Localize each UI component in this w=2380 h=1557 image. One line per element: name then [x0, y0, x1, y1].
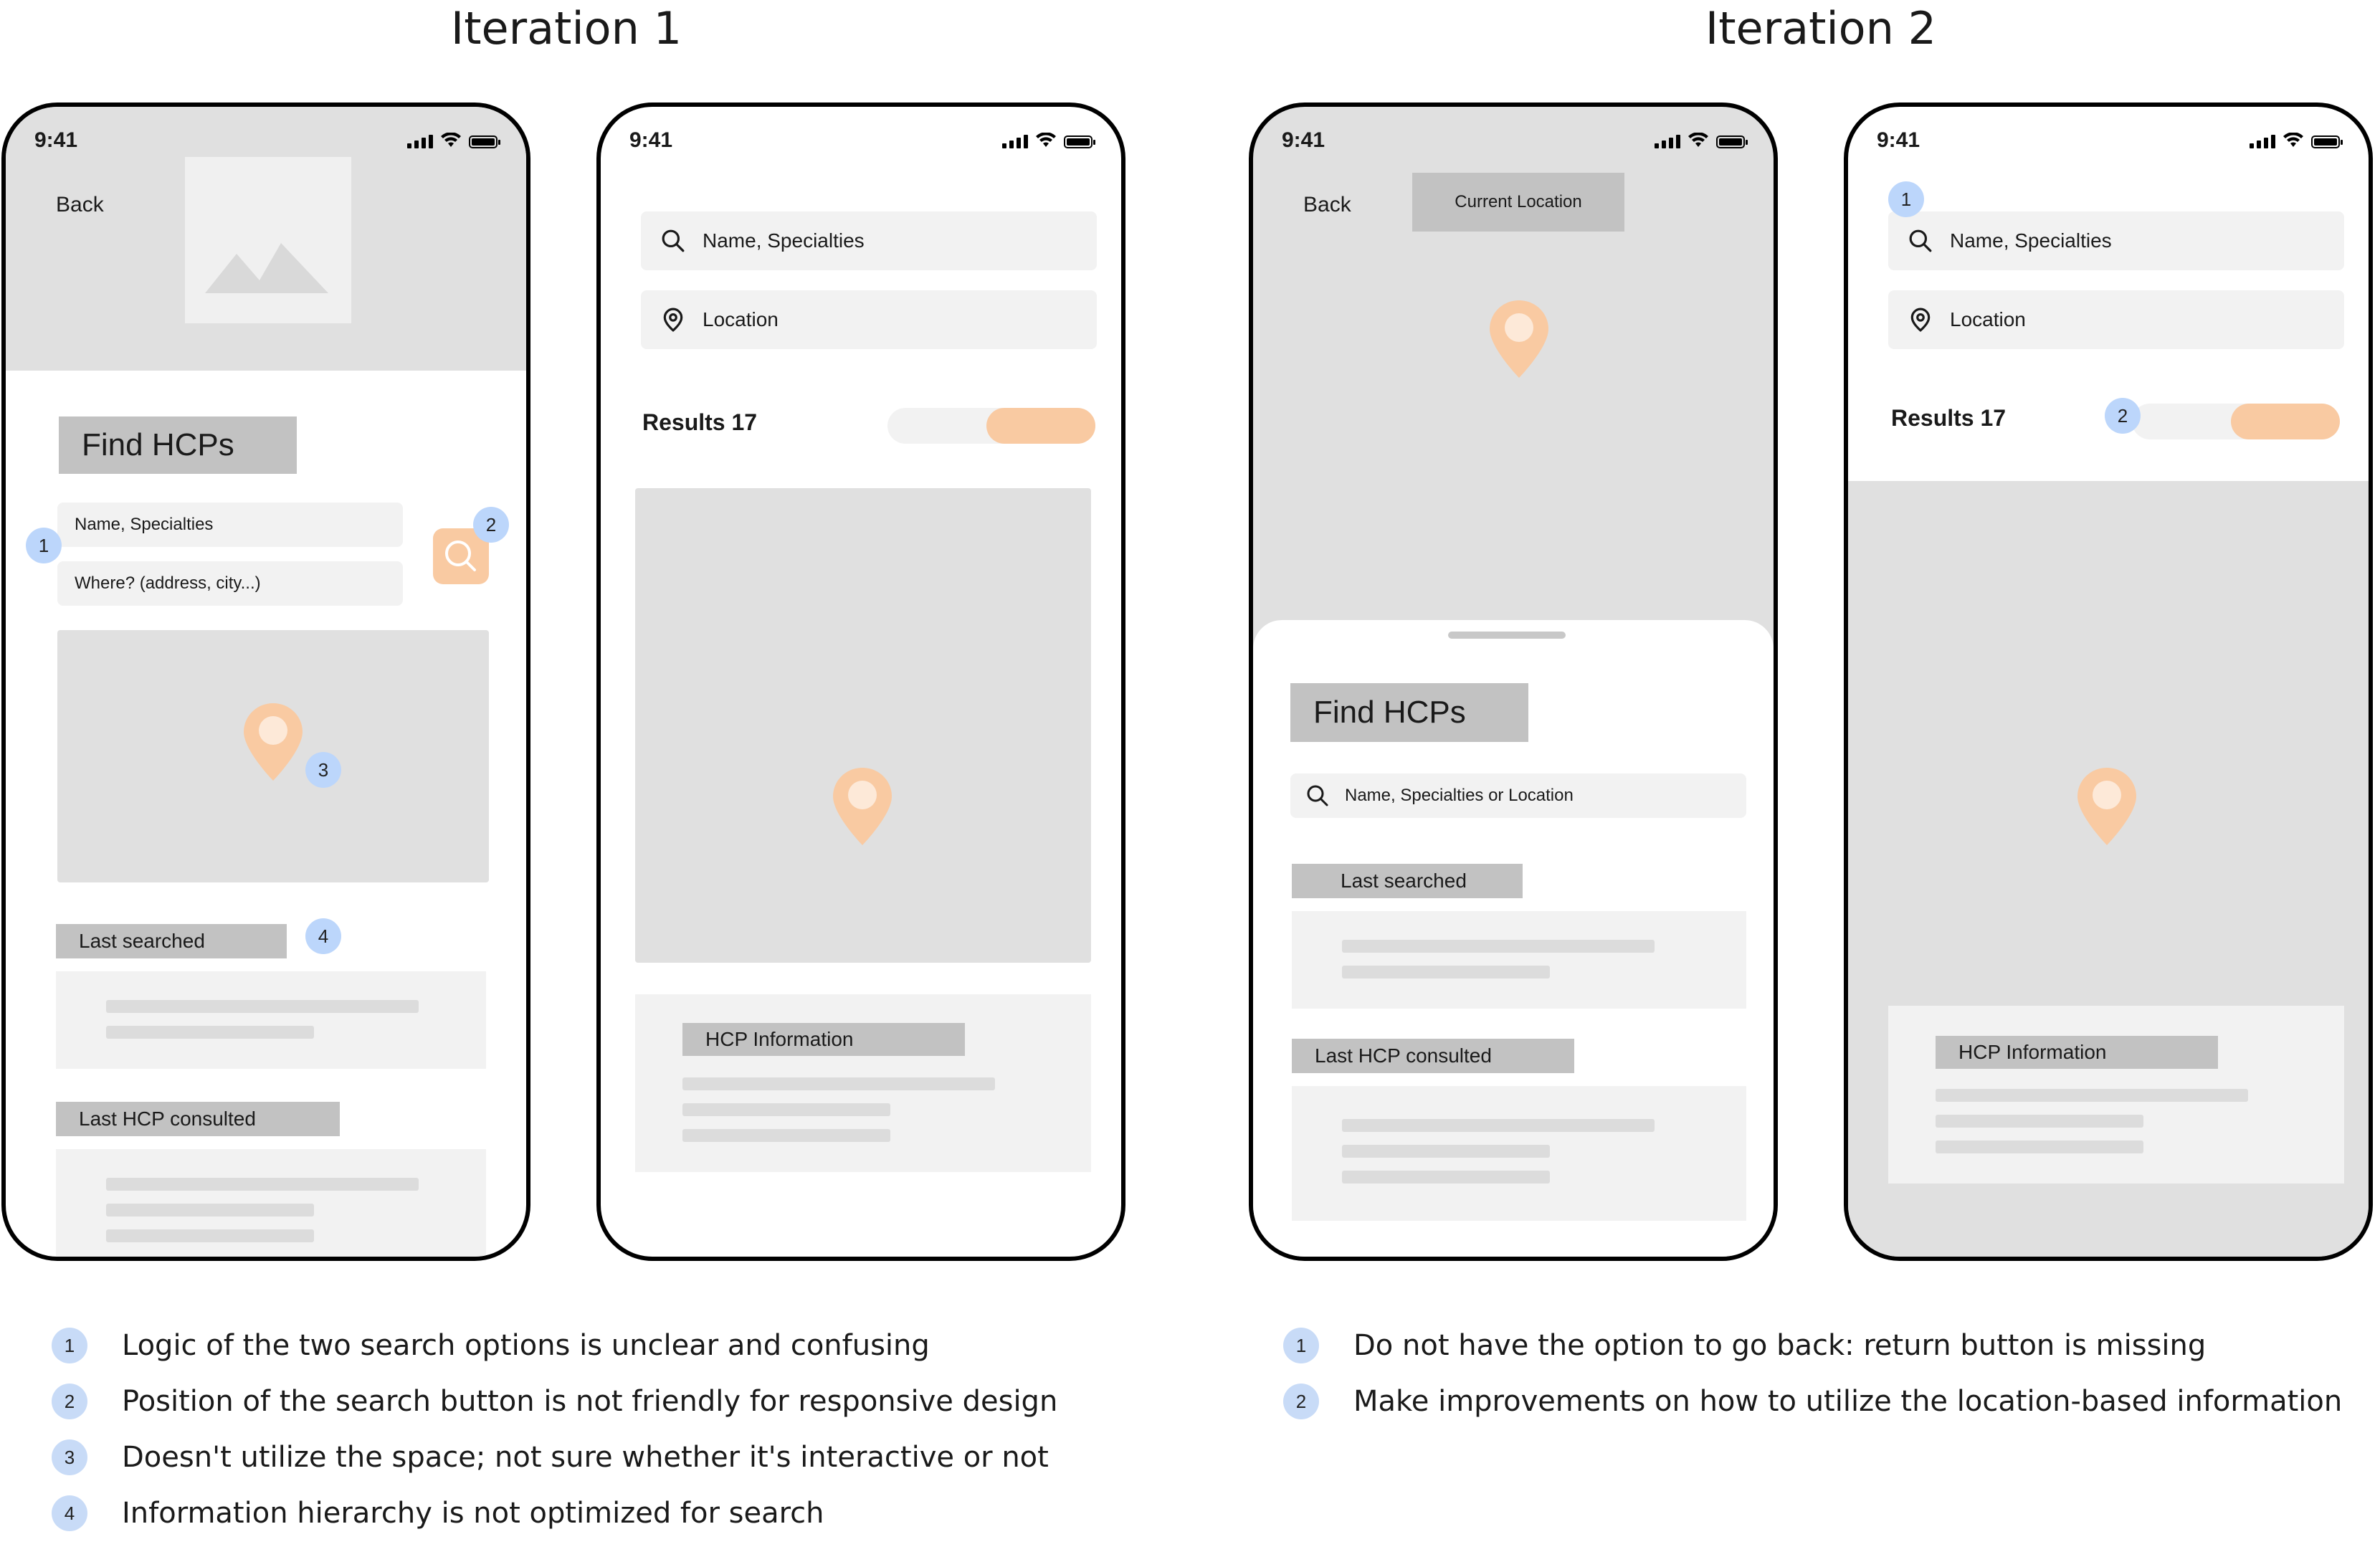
battery-icon	[2311, 135, 2343, 148]
badge-2: 2	[2105, 398, 2141, 434]
search-icon	[1306, 784, 1329, 807]
note-number: 1	[1283, 1328, 1319, 1363]
name-specialties-input[interactable]: Name, Specialties	[641, 211, 1097, 270]
note-text: Logic of the two search options is uncle…	[122, 1329, 930, 1362]
phone-iteration1-home: 9:41 Back Find HCPs Name, Specialties Wh…	[1, 103, 530, 1261]
note-text: Doesn't utilize the space; not sure whet…	[122, 1441, 1049, 1474]
sheet-handle[interactable]	[1448, 632, 1566, 639]
signal-icon	[1655, 133, 1680, 148]
hcp-info-label: HCP Information	[682, 1023, 965, 1056]
wifi-icon	[2283, 133, 2304, 148]
note-number: 4	[52, 1495, 87, 1531]
wifi-icon	[440, 133, 462, 148]
note-text: Position of the search button is not fri…	[122, 1385, 1058, 1418]
status-icons	[407, 133, 500, 148]
wifi-icon	[1035, 133, 1057, 148]
results-map[interactable]	[635, 488, 1091, 963]
location-placeholder: Location	[703, 308, 779, 330]
note-number: 2	[1283, 1384, 1319, 1419]
badge-2: 2	[473, 507, 509, 543]
view-toggle[interactable]	[887, 408, 1095, 444]
back-button[interactable]: Back	[1303, 193, 1351, 216]
wifi-icon	[1688, 133, 1709, 148]
name-specialties-input[interactable]: Name, Specialties	[57, 503, 403, 547]
note-1-2: 2 Position of the search button is not f…	[52, 1384, 1057, 1419]
image-icon	[205, 243, 328, 293]
location-placeholder: Location	[1950, 308, 2026, 330]
badge-3: 3	[305, 752, 341, 788]
location-icon	[661, 308, 685, 332]
last-searched-label: Last searched	[56, 924, 287, 958]
hcp-info-card[interactable]: HCP Information	[635, 994, 1091, 1172]
search-placeholder: Name, Specialties	[703, 229, 865, 252]
status-time: 9:41	[1877, 128, 1920, 152]
results-count: Results 17	[1891, 405, 2007, 431]
last-consulted-label: Last HCP consulted	[56, 1102, 340, 1136]
search-icon	[1908, 229, 1933, 253]
view-toggle[interactable]	[2132, 404, 2340, 439]
badge-1: 1	[26, 528, 62, 563]
note-number: 1	[52, 1328, 87, 1363]
battery-icon	[1716, 135, 1748, 148]
search-placeholder: Name, Specialties or Location	[1345, 786, 1574, 805]
search-icon	[445, 541, 476, 571]
battery-icon	[1064, 135, 1095, 148]
bottom-sheet: Find HCPs Name, Specialties or Location …	[1253, 620, 1774, 1257]
phone-iteration2-results: 9:41 Name, Specialties 1 Location Result…	[1844, 103, 2373, 1261]
search-placeholder: Name, Specialties	[1950, 229, 2112, 252]
status-time: 9:41	[1282, 128, 1325, 152]
last-searched-card[interactable]	[56, 971, 486, 1069]
phone-iteration2-home: 9:41 Back Current Location Find HCPs Nam…	[1249, 103, 1778, 1261]
badge-4: 4	[305, 918, 341, 954]
location-input[interactable]: Location	[641, 290, 1097, 349]
iteration-1-title: Iteration 1	[450, 2, 682, 54]
iteration-2-title: Iteration 2	[1705, 2, 1937, 54]
name-specialties-input[interactable]: Name, Specialties	[1888, 211, 2344, 270]
location-input[interactable]: Location	[1888, 290, 2344, 349]
note-2-2: 2 Make improvements on how to utilize th…	[1283, 1384, 2342, 1419]
phone-iteration1-results: 9:41 Name, Specialties Location Results …	[596, 103, 1125, 1261]
note-2-1: 1 Do not have the option to go back: ret…	[1283, 1328, 2206, 1363]
last-searched-card[interactable]	[1292, 911, 1746, 1009]
signal-icon	[2250, 133, 2275, 148]
note-number: 2	[52, 1384, 87, 1419]
find-hcps-title: Find HCPs	[59, 416, 297, 474]
note-text: Do not have the option to go back: retur…	[1353, 1329, 2207, 1362]
map-pin-icon	[242, 702, 304, 782]
current-location-button[interactable]: Current Location	[1412, 173, 1624, 232]
last-consulted-label: Last HCP consulted	[1292, 1039, 1574, 1073]
map-pin-icon	[2076, 766, 2138, 847]
signal-icon	[407, 133, 433, 148]
map-pin-icon	[1488, 299, 1550, 379]
note-text: Make improvements on how to utilize the …	[1353, 1385, 2343, 1418]
where-input[interactable]: Where? (address, city...)	[57, 561, 403, 606]
status-icons	[1002, 133, 1095, 148]
last-searched-label: Last searched	[1292, 864, 1523, 898]
last-consulted-card[interactable]	[1292, 1086, 1746, 1221]
hcp-info-label: HCP Information	[1936, 1036, 2218, 1069]
note-text: Information hierarchy is not optimized f…	[122, 1497, 824, 1530]
image-placeholder	[185, 157, 351, 323]
signal-icon	[1002, 133, 1028, 148]
hcp-info-card[interactable]: HCP Information	[1888, 1006, 2344, 1184]
note-1-3: 3 Doesn't utilize the space; not sure wh…	[52, 1439, 1049, 1475]
status-icons	[2250, 133, 2343, 148]
status-time: 9:41	[34, 128, 78, 152]
combined-search-input[interactable]: Name, Specialties or Location	[1290, 773, 1746, 818]
last-consulted-card[interactable]	[56, 1149, 486, 1257]
results-count: Results 17	[642, 409, 758, 435]
note-1-1: 1 Logic of the two search options is unc…	[52, 1328, 930, 1363]
map-pin-icon	[832, 766, 893, 847]
badge-1: 1	[1888, 181, 1924, 217]
back-button[interactable]: Back	[56, 193, 104, 216]
note-1-4: 4 Information hierarchy is not optimized…	[52, 1495, 824, 1531]
battery-icon	[469, 135, 500, 148]
search-icon	[661, 229, 685, 253]
note-number: 3	[52, 1439, 87, 1475]
find-hcps-title: Find HCPs	[1290, 683, 1528, 742]
status-icons	[1655, 133, 1748, 148]
location-icon	[1908, 308, 1933, 332]
status-time: 9:41	[629, 128, 673, 152]
